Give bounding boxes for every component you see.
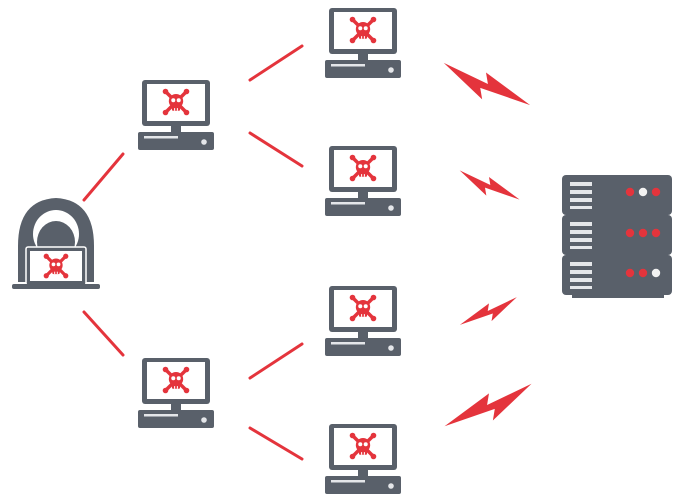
lightning-bolt-icon bbox=[459, 297, 517, 325]
link-handler1-bot2 bbox=[248, 131, 304, 168]
handler-computer-1 bbox=[138, 80, 214, 150]
lightning-bolt-icon bbox=[459, 170, 520, 200]
bot-computer-3 bbox=[325, 286, 401, 356]
server-rack-icon bbox=[562, 175, 672, 298]
bot-computer-4 bbox=[325, 424, 401, 494]
hooded-hacker-laptop-icon bbox=[12, 198, 100, 289]
link-attacker-handler-1 bbox=[82, 152, 125, 202]
link-handler1-bot1 bbox=[248, 44, 304, 82]
link-handler2-bot4 bbox=[248, 426, 304, 461]
lightning-bolt-icon bbox=[443, 62, 531, 106]
bot-computer-2 bbox=[325, 146, 401, 216]
lightning-bolt-icon bbox=[444, 383, 532, 427]
link-handler2-bot3 bbox=[248, 342, 304, 380]
connection-lines bbox=[82, 44, 304, 461]
link-attacker-handler-2 bbox=[82, 310, 125, 357]
handler-computer-2 bbox=[138, 358, 214, 428]
bot-computer-1 bbox=[325, 8, 401, 78]
